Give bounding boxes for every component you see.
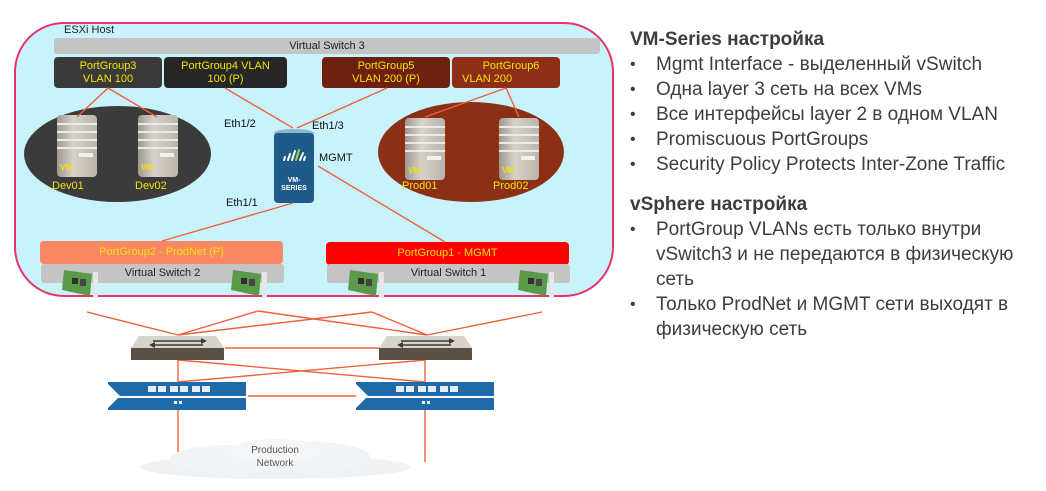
port-group-1-mgmt: PortGroup1 - MGMT xyxy=(326,242,569,265)
virtual-switch-2: Virtual Switch 2 xyxy=(41,264,284,283)
server-name-dev02: Dev02 xyxy=(135,180,167,192)
bullet-item: Security Policy Protects Inter-Zone Traf… xyxy=(630,152,1046,177)
interface-mgmt-label: MGMT xyxy=(319,152,353,164)
server-icon: VM xyxy=(405,118,445,180)
interface-eth1-2-label: Eth1/2 xyxy=(224,118,256,130)
cloud-icon xyxy=(140,439,410,479)
vm-tag: VM xyxy=(141,163,153,172)
port-group-3-name: PortGroup3 xyxy=(79,60,137,72)
cloud-label-line1: Production xyxy=(251,445,299,456)
interface-eth1-1-label: Eth1/1 xyxy=(226,197,258,209)
port-group-5-name: PortGroup5 xyxy=(357,60,415,72)
vsphere-bullet-list: PortGroup VLANs есть только внутри vSwit… xyxy=(630,217,1046,342)
port-group-5: PortGroup5 VLAN 200 (P) xyxy=(322,57,450,88)
wire xyxy=(177,359,426,383)
hardware-firewall-icon xyxy=(356,382,494,410)
port-group-5-vlan: VLAN 200 (P) xyxy=(352,73,420,85)
port-group-2-prodnet: PortGroup2 - ProdNet (P) xyxy=(40,241,283,264)
wire xyxy=(426,311,543,336)
port-group-4-name: PortGroup4 VLAN xyxy=(181,60,270,72)
hardware-firewall-icon xyxy=(108,382,246,410)
vm-tag: VM xyxy=(60,163,72,172)
wire xyxy=(371,311,428,336)
server-icon: VM xyxy=(138,115,178,177)
bullet-item: Одна layer 3 сеть на всех VMs xyxy=(630,77,1046,102)
bullet-item: PortGroup VLANs есть только внутри vSwit… xyxy=(630,217,1046,292)
dev-zone xyxy=(24,106,211,202)
port-group-6: PortGroup6 VLAN 200 xyxy=(452,57,560,88)
physical-switch-icon xyxy=(131,336,224,360)
wire xyxy=(257,310,428,336)
cloud-label-line2: Network xyxy=(256,458,294,469)
nic-card-icon xyxy=(518,270,554,298)
vm-series-label: VM- SERIES xyxy=(274,177,314,193)
vm-tag: VM xyxy=(408,166,420,175)
bullet-item: Mgmt Interface - выделенный vSwitch xyxy=(630,52,1046,77)
vm-series-label-line1: VM- xyxy=(287,177,301,184)
bullet-item: Promiscuous PortGroups xyxy=(630,127,1046,152)
wire xyxy=(177,310,259,336)
vsphere-section-title: vSphere настройка xyxy=(630,194,808,215)
vm-series-section-title: VM-Series настройка xyxy=(630,29,825,50)
port-group-4-vlan: 100 (P) xyxy=(207,73,244,85)
server-name-prod02: Prod02 xyxy=(493,180,529,192)
bullet-item: Только ProdNet и MGMT сети выходят в физ… xyxy=(630,292,1046,342)
wire xyxy=(177,311,373,336)
production-network-label: Production Network xyxy=(135,444,415,470)
text-panel: VM-Series настройка Mgmt Interface - выд… xyxy=(630,28,1046,342)
server-name-dev01: Dev01 xyxy=(52,180,84,192)
vm-series-bullet-list: Mgmt Interface - выделенный vSwitch Одна… xyxy=(630,52,1046,177)
esxi-host-label: ESXi Host xyxy=(64,24,115,36)
wire xyxy=(177,359,426,383)
interface-eth1-3-label: Eth1/3 xyxy=(312,120,344,132)
wire xyxy=(86,311,179,336)
server-icon: VM xyxy=(499,118,539,180)
vm-series-section: VM-Series настройка Mgmt Interface - выд… xyxy=(630,28,1046,177)
port-group-3: PortGroup3 VLAN 100 xyxy=(54,57,162,88)
vm-series-firewall: VM- SERIES xyxy=(274,133,314,203)
production-network-cloud: Production Network xyxy=(135,437,415,482)
port-group-4: PortGroup4 VLAN 100 (P) xyxy=(164,57,287,88)
virtual-switch-3: Virtual Switch 3 xyxy=(54,38,600,54)
port-group-6-name: PortGroup6 xyxy=(482,60,540,72)
server-name-prod01: Prod01 xyxy=(402,180,438,192)
nic-card-icon xyxy=(348,270,384,298)
nic-card-icon xyxy=(231,270,267,298)
vsphere-section: vSphere настройка PortGroup VLANs есть т… xyxy=(630,193,1046,342)
server-icon: VM xyxy=(57,115,97,177)
vm-series-label-line2: SERIES xyxy=(281,185,307,192)
port-group-3-vlan: VLAN 100 xyxy=(82,73,134,85)
port-group-6-vlan: VLAN 200 xyxy=(462,73,513,85)
bullet-item: Все интерфейсы layer 2 в одном VLAN xyxy=(630,102,1046,127)
network-diagram: ESXi Host Virtual Switch 3 PortGroup3 VL… xyxy=(14,22,614,482)
physical-switch-icon xyxy=(379,336,472,360)
palo-alto-logo-icon xyxy=(283,149,306,161)
nic-card-icon xyxy=(62,270,98,298)
virtual-switch-1: Virtual Switch 1 xyxy=(327,264,570,283)
vm-tag: VM xyxy=(502,166,514,175)
